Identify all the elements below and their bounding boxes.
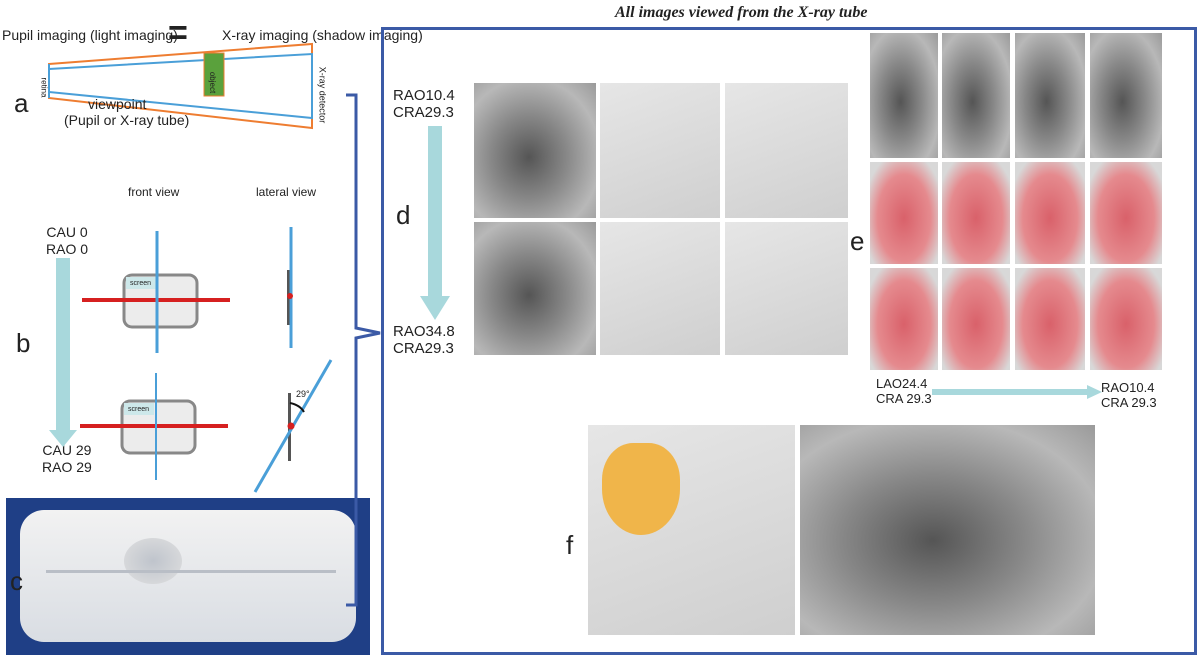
- viewpoint-sub-label: (Pupil or X-ray tube): [64, 112, 190, 128]
- d-3d-model-2b: [725, 222, 848, 355]
- d-3d-model-2a: [600, 222, 720, 355]
- e-angiogram-1: [870, 33, 938, 158]
- e-right-arrow: [932, 385, 1102, 399]
- e-model-row3-1: [870, 268, 938, 370]
- down-arrow: [49, 258, 77, 447]
- panel-d-label: d: [396, 200, 411, 230]
- equals-sign: =: [168, 14, 188, 52]
- xray-views-frame: [381, 27, 1197, 655]
- e-model-row3-4: [1090, 268, 1162, 370]
- d-3d-model-1b: [725, 83, 848, 218]
- panel-f-label: f: [566, 530, 574, 560]
- retina-label: retina: [39, 77, 49, 98]
- panel-b-label: b: [16, 328, 31, 358]
- rotation-diagram: [49, 227, 333, 493]
- f-angiogram: [800, 425, 1095, 635]
- angle-label: 29°: [296, 389, 310, 399]
- panel-e-label: e: [850, 226, 865, 256]
- xray-imaging-title: X-ray imaging (shadow imaging): [222, 27, 423, 43]
- e-model-row3-3: [1015, 268, 1085, 370]
- panel-c-label: c: [10, 566, 23, 596]
- panel-a-label: a: [14, 88, 29, 118]
- e-angiogram-4: [1090, 33, 1162, 158]
- d-angiogram-2: [474, 222, 596, 355]
- e-model-row2-4: [1090, 162, 1162, 264]
- lateral-view-label: lateral view: [256, 185, 317, 199]
- f-3d-model: [588, 425, 795, 635]
- d-angiogram-1: [474, 83, 596, 218]
- imaging-geometry-diagram: [48, 42, 313, 130]
- object-block: [203, 52, 225, 97]
- figure-title: All images viewed from the X-ray tube: [615, 4, 868, 21]
- e-model-row3-2: [942, 268, 1010, 370]
- d-down-arrow: [420, 126, 450, 320]
- object-label: object: [208, 71, 218, 94]
- grouping-brace: [346, 93, 381, 607]
- phantom-photo: [6, 498, 370, 655]
- detector-label: X-ray detector: [317, 66, 328, 124]
- front-view-label: front view: [128, 185, 180, 199]
- screen-label-bottom: screen: [128, 406, 150, 413]
- e-model-row2-2: [942, 162, 1010, 264]
- screen-label-top: screen: [130, 280, 152, 287]
- e-angiogram-2: [942, 33, 1010, 158]
- pupil-imaging-title: Pupil imaging (light imaging): [2, 27, 178, 43]
- e-model-row2-3: [1015, 162, 1085, 264]
- d-3d-model-1a: [600, 83, 720, 218]
- viewpoint-label: viewpoint: [88, 96, 147, 112]
- e-angiogram-3: [1015, 33, 1085, 158]
- e-model-row2-1: [870, 162, 938, 264]
